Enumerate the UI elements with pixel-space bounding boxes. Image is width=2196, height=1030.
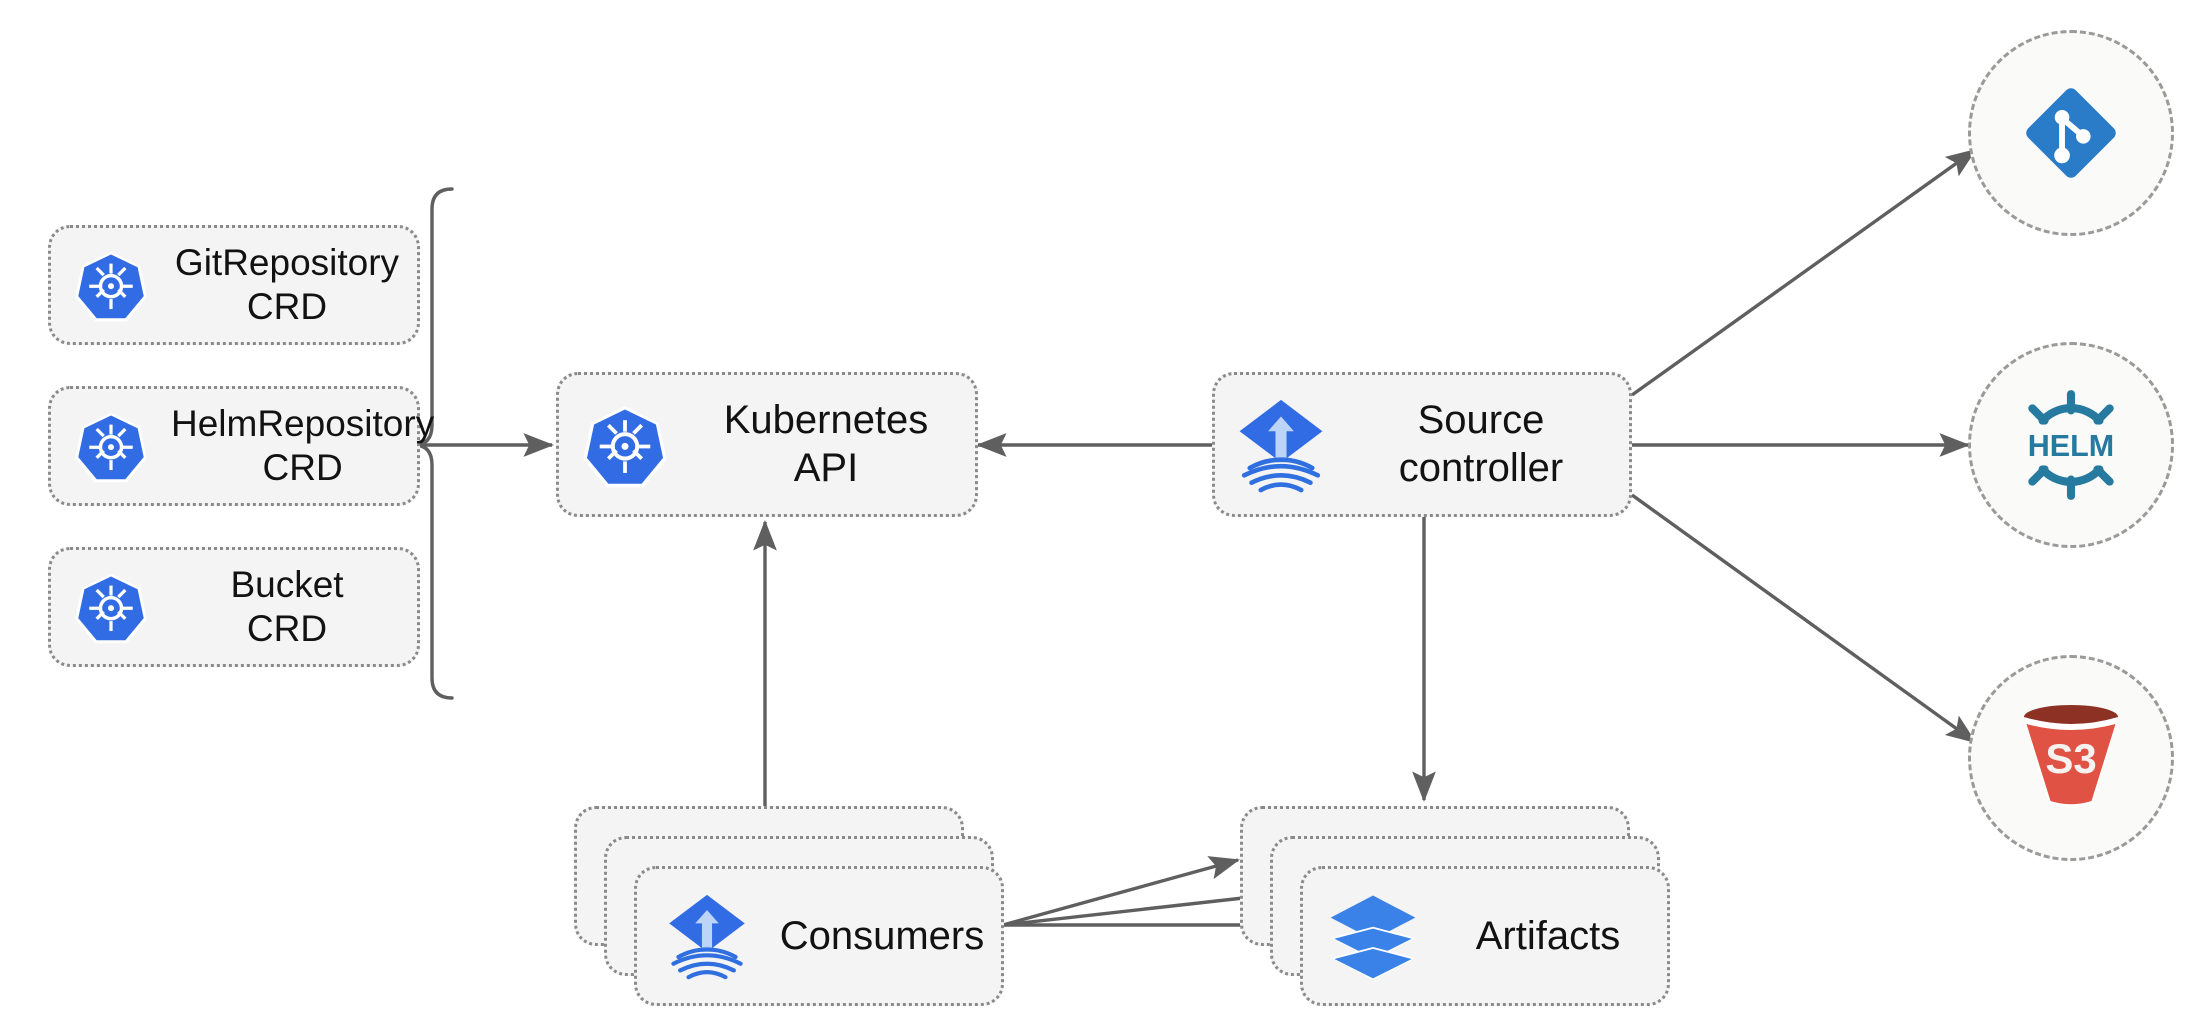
node-kubernetes-api[interactable]: Kubernetes API bbox=[556, 372, 978, 517]
edge-source-to-git bbox=[1631, 148, 1977, 397]
s3-bucket-icon: S3 bbox=[2011, 700, 2131, 816]
edge-source-to-s3 bbox=[1631, 493, 1977, 744]
node-label: Artifacts bbox=[1475, 913, 1621, 958]
kubernetes-icon bbox=[51, 409, 171, 483]
node-label: HelmRepository CRD bbox=[171, 403, 435, 488]
svg-text:S3: S3 bbox=[2045, 735, 2096, 782]
kubernetes-icon bbox=[51, 248, 171, 322]
edge-consumers-to-artifacts-1 bbox=[1002, 856, 1240, 927]
node-label: Source controller bbox=[1398, 398, 1564, 490]
node-s3-source[interactable]: S3 bbox=[1968, 655, 2174, 861]
node-git-source[interactable] bbox=[1968, 30, 2174, 236]
node-gitrepository-crd[interactable]: GitRepository CRD bbox=[48, 225, 420, 345]
node-consumers[interactable]: Consumers bbox=[634, 866, 1004, 1006]
flux-icon bbox=[637, 891, 777, 981]
node-bucket-crd[interactable]: Bucket CRD bbox=[48, 547, 420, 667]
svg-text:HELM: HELM bbox=[2028, 429, 2114, 463]
node-label: Consumers bbox=[779, 913, 985, 958]
node-source-controller[interactable]: Source controller bbox=[1212, 372, 1632, 517]
helm-icon: HELM bbox=[2010, 386, 2132, 504]
node-helmrepository-crd[interactable]: HelmRepository CRD bbox=[48, 386, 434, 506]
node-label: Bucket CRD bbox=[230, 564, 344, 649]
edge-consumers-to-artifacts-2 bbox=[1002, 886, 1273, 927]
node-label: GitRepository CRD bbox=[174, 242, 400, 327]
git-icon bbox=[2015, 77, 2127, 189]
node-label: Kubernetes API bbox=[723, 398, 929, 490]
node-artifacts[interactable]: Artifacts bbox=[1300, 866, 1670, 1006]
kubernetes-icon bbox=[559, 402, 691, 488]
flux-icon bbox=[1215, 396, 1347, 494]
layers-icon bbox=[1303, 890, 1443, 982]
node-helm-source[interactable]: HELM bbox=[1968, 342, 2174, 548]
kubernetes-icon bbox=[51, 570, 171, 644]
